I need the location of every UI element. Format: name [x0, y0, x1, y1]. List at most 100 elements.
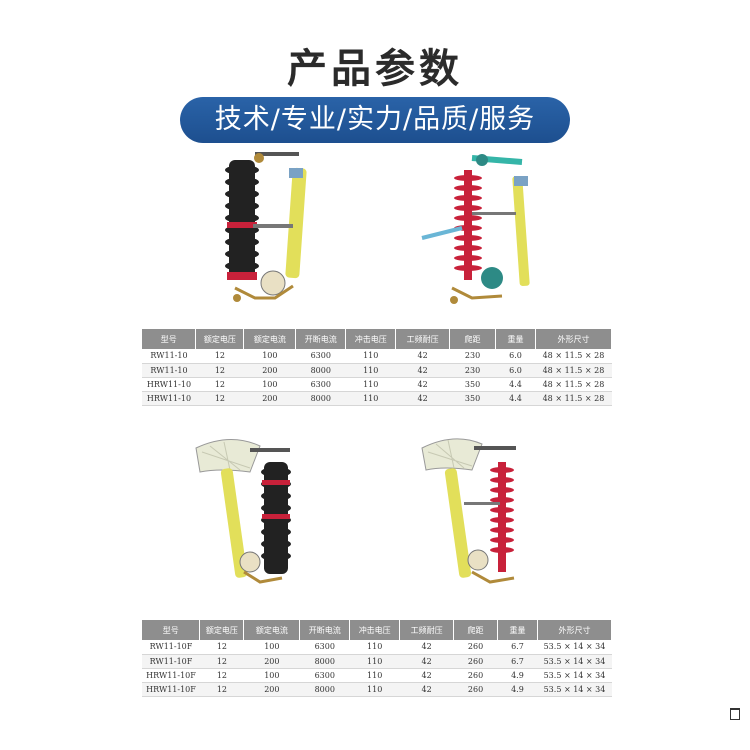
cell-rated-voltage: 12: [195, 363, 244, 378]
cell-impulse-voltage: 110: [349, 682, 400, 697]
col-header: 工频耐压: [399, 620, 455, 640]
cell-creepage: 260: [453, 668, 498, 683]
cell-breaking-current: 8000: [295, 363, 346, 378]
cell-model: RW11-10: [142, 349, 196, 364]
col-header: 外形尺寸: [535, 329, 613, 349]
cell-creepage: 260: [453, 640, 498, 655]
col-header: 冲击电压: [349, 620, 401, 640]
cell-dimensions: 53.5 × 14 × 34: [537, 654, 612, 669]
col-header: 开断电流: [295, 329, 347, 349]
cell-breaking-current: 6300: [295, 349, 346, 364]
cell-breaking-current: 6300: [299, 640, 350, 655]
slogan-banner: 技术/专业/实力/品质/服务: [180, 97, 570, 143]
col-header: 型号: [142, 329, 197, 349]
cell-breaking-current: 8000: [299, 682, 350, 697]
cell-power-freq-withstand: 42: [395, 349, 450, 364]
cell-weight: 4.9: [497, 682, 538, 697]
col-header: 额定电压: [199, 620, 245, 640]
col-header: 冲击电压: [345, 329, 397, 349]
col-header: 爬距: [449, 329, 497, 349]
table-header-row: 型号 额定电压 额定电流 开断电流 冲击电压 工频耐压 爬距 重量 外形尺寸: [142, 329, 613, 349]
col-header: 爬距: [453, 620, 498, 640]
table-row: HRW11-10 12 200 8000 110 42 350 4.4 48 ×…: [142, 391, 612, 406]
col-header: 重量: [495, 329, 536, 349]
col-header: 开断电流: [299, 620, 351, 640]
cell-breaking-current: 6300: [295, 377, 346, 392]
cell-creepage: 350: [449, 377, 496, 392]
cell-rated-voltage: 12: [195, 377, 244, 392]
cell-rated-voltage: 12: [195, 391, 244, 406]
cell-weight: 6.0: [495, 349, 536, 364]
cell-impulse-voltage: 110: [349, 654, 400, 669]
cell-rated-current: 200: [243, 363, 296, 378]
cell-rated-current: 100: [243, 349, 296, 364]
cell-impulse-voltage: 110: [345, 377, 396, 392]
cell-rated-voltage: 12: [199, 654, 244, 669]
table-row: RW11-10 12 200 8000 110 42 230 6.0 48 × …: [142, 363, 612, 378]
col-header: 工频耐压: [395, 329, 451, 349]
cell-model: RW11-10F: [142, 654, 200, 669]
cell-dimensions: 48 × 11.5 × 28: [535, 363, 612, 378]
product-image-rw11-black: [215, 148, 325, 318]
cell-power-freq-withstand: 42: [395, 363, 450, 378]
cell-model: RW11-10F: [142, 640, 200, 655]
table-row: RW11-10 12 100 6300 110 42 230 6.0 48 × …: [142, 349, 612, 364]
spec-table-2: 型号 额定电压 额定电流 开断电流 冲击电压 工频耐压 爬距 重量 外形尺寸 R…: [142, 620, 613, 697]
cell-breaking-current: 8000: [299, 654, 350, 669]
cell-weight: 4.4: [495, 377, 536, 392]
col-header: 型号: [142, 620, 201, 640]
cell-rated-voltage: 12: [199, 668, 244, 683]
col-header: 额定电流: [243, 329, 297, 349]
product-image-hrw11f-red: [418, 432, 538, 592]
cell-dimensions: 53.5 × 14 × 34: [537, 668, 612, 683]
cell-creepage: 260: [453, 654, 498, 669]
cell-weight: 6.7: [497, 654, 538, 669]
product-image-hrw11-red: [412, 148, 552, 318]
page-title: 产品参数: [287, 46, 463, 92]
cell-impulse-voltage: 110: [349, 668, 400, 683]
cell-weight: 6.0: [495, 363, 536, 378]
cell-rated-voltage: 12: [199, 682, 244, 697]
table-row: HRW11-10F 12 100 6300 110 42 260 4.9 53.…: [142, 668, 612, 683]
cell-power-freq-withstand: 42: [399, 640, 454, 655]
cell-dimensions: 53.5 × 14 × 34: [537, 640, 612, 655]
cell-rated-voltage: 12: [199, 640, 244, 655]
cell-dimensions: 48 × 11.5 × 28: [535, 377, 612, 392]
cell-breaking-current: 8000: [295, 391, 346, 406]
cell-creepage: 260: [453, 682, 498, 697]
cell-impulse-voltage: 110: [345, 363, 396, 378]
cell-impulse-voltage: 110: [345, 349, 396, 364]
cell-creepage: 230: [449, 363, 496, 378]
cell-power-freq-withstand: 42: [395, 391, 450, 406]
col-header: 重量: [497, 620, 538, 640]
cell-weight: 4.4: [495, 391, 536, 406]
cell-power-freq-withstand: 42: [399, 682, 454, 697]
cell-dimensions: 53.5 × 14 × 34: [537, 682, 612, 697]
col-header: 额定电流: [243, 620, 301, 640]
spec-table-1: 型号 额定电压 额定电流 开断电流 冲击电压 工频耐压 爬距 重量 外形尺寸 R…: [142, 329, 613, 406]
table-row: HRW11-10 12 100 6300 110 42 350 4.4 48 ×…: [142, 377, 612, 392]
cell-model: HRW11-10F: [142, 668, 200, 683]
table-row: RW11-10F 12 100 6300 110 42 260 6.7 53.5…: [142, 640, 612, 655]
cell-rated-current: 200: [243, 682, 300, 697]
table-row: RW11-10F 12 200 8000 110 42 260 6.7 53.5…: [142, 654, 612, 669]
cell-model: HRW11-10F: [142, 682, 200, 697]
cell-creepage: 350: [449, 391, 496, 406]
cell-power-freq-withstand: 42: [399, 668, 454, 683]
cell-breaking-current: 6300: [299, 668, 350, 683]
cell-rated-current: 200: [243, 391, 296, 406]
cell-dimensions: 48 × 11.5 × 28: [535, 349, 612, 364]
cell-power-freq-withstand: 42: [395, 377, 450, 392]
cell-model: HRW11-10: [142, 377, 196, 392]
table-header-row: 型号 额定电压 额定电流 开断电流 冲击电压 工频耐压 爬距 重量 外形尺寸: [142, 620, 613, 640]
cell-dimensions: 48 × 11.5 × 28: [535, 391, 612, 406]
cell-impulse-voltage: 110: [349, 640, 400, 655]
cell-creepage: 230: [449, 349, 496, 364]
corner-mark-icon: [730, 708, 740, 720]
cell-weight: 4.9: [497, 668, 538, 683]
cell-rated-current: 200: [243, 654, 300, 669]
cell-impulse-voltage: 110: [345, 391, 396, 406]
cell-rated-current: 100: [243, 668, 300, 683]
cell-model: HRW11-10: [142, 391, 196, 406]
col-header: 额定电压: [195, 329, 245, 349]
